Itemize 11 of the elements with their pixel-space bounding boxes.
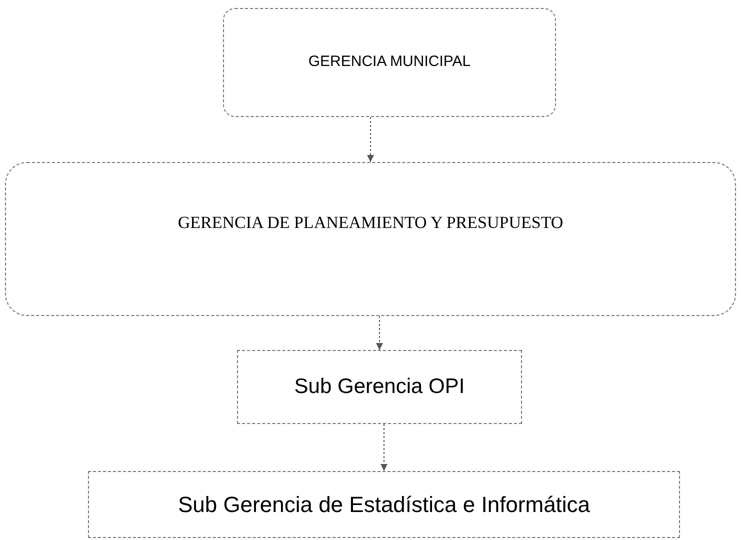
- org-box: [88, 471, 680, 538]
- org-box: [223, 8, 556, 117]
- box-label: GERENCIA DE PLANEAMIENTO Y PRESUPUESTO: [178, 212, 564, 234]
- arrow: [367, 116, 374, 162]
- box-label: GERENCIA MUNICIPAL: [308, 52, 471, 72]
- arrow: [376, 316, 383, 350]
- org-box: [237, 350, 522, 424]
- box-label: Sub Gerencia OPI: [294, 374, 465, 400]
- org-box: [5, 162, 736, 316]
- arrow: [380, 424, 388, 472]
- box-label: Sub Gerencia de Estadística e Informática: [178, 491, 590, 519]
